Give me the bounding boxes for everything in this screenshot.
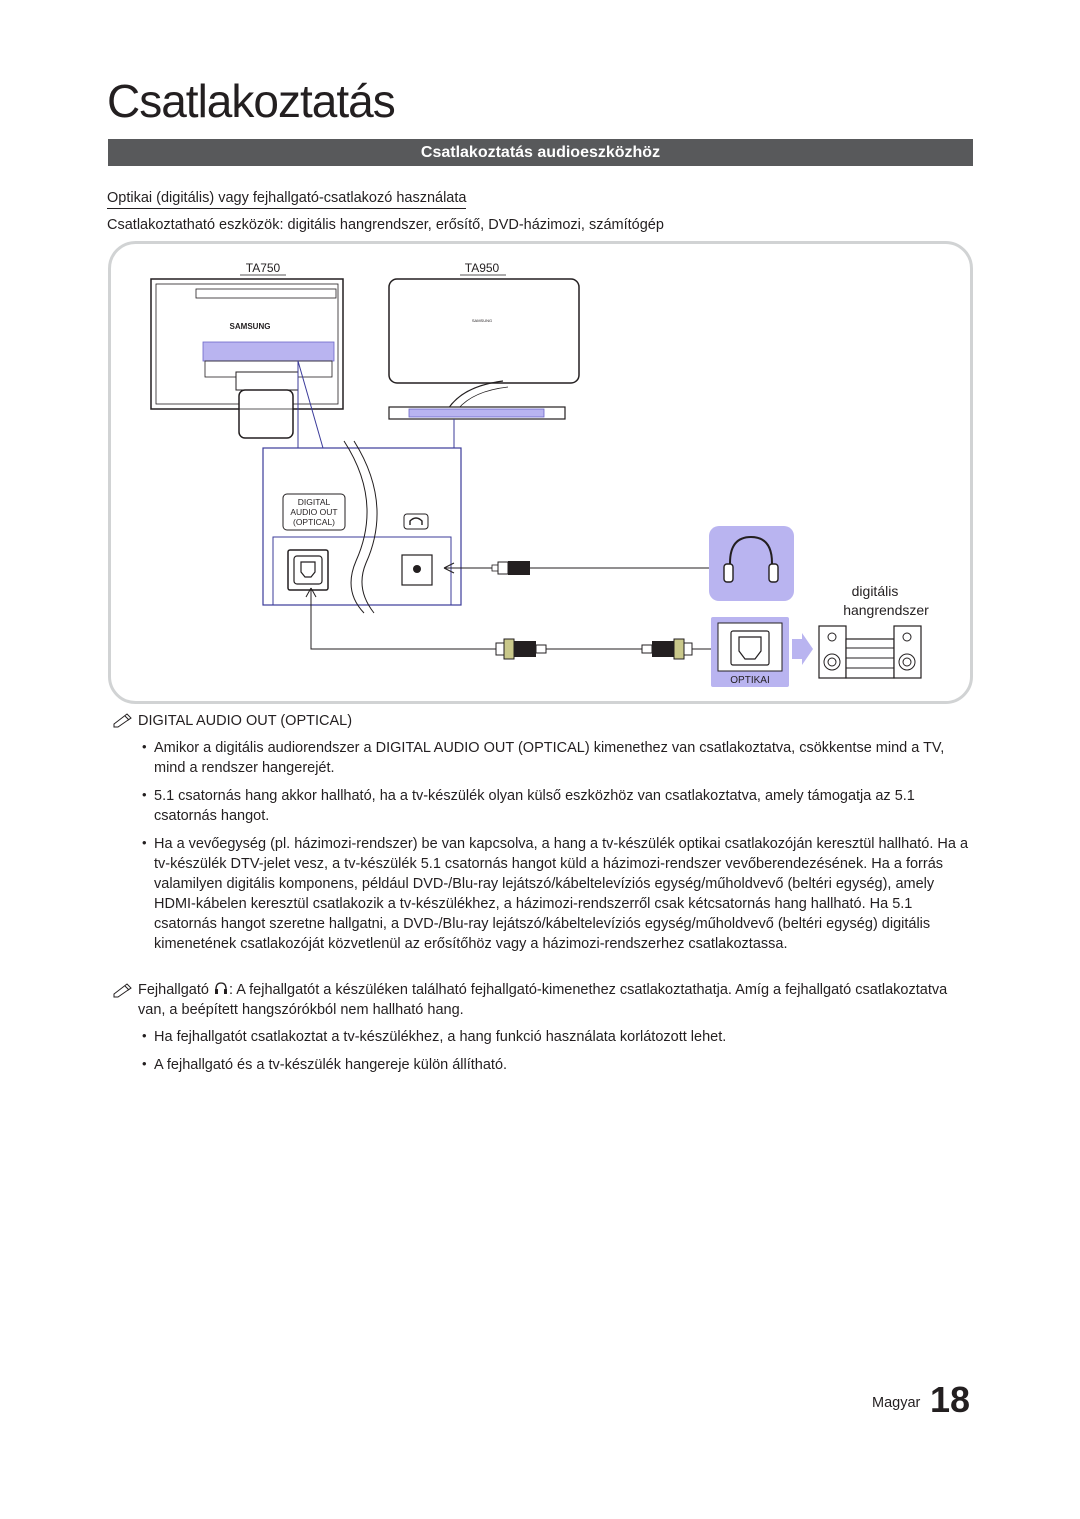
hifi-system [818, 625, 922, 679]
list-item: Ha fejhallgatót csatlakoztat a tv-készül… [142, 1026, 974, 1047]
note-pencil-icon [113, 713, 132, 728]
note-pencil-icon [113, 983, 132, 998]
headphone-cable [443, 561, 712, 575]
monitor-ta950: SAMSUNG [388, 278, 580, 420]
list-item: Ha a vevőegység (pl. házimozi-rendszer) … [142, 833, 974, 954]
arrow-to-system-icon [792, 633, 813, 665]
device-label-line2: hangrendszer [843, 602, 929, 618]
headphones-icon [729, 535, 773, 581]
optical-port-label-1: DIGITAL [298, 497, 331, 507]
headphone-note-label: Fejhallgató [138, 982, 209, 998]
section-title-bar: Csatlakoztatás audioeszközhöz [108, 139, 973, 166]
optical-input-label: OPTIKAI [730, 675, 769, 686]
list-item: Amikor a digitális audiorendszer a DIGIT… [142, 737, 974, 778]
intro-text: Csatlakoztatható eszközök: digitális han… [107, 217, 664, 233]
headphone-note-text: : A fejhallgatót a készüléken található … [138, 982, 948, 1018]
brand-logo-ta750: SAMSUNG [230, 322, 271, 331]
footer-language: Magyar [872, 1395, 921, 1411]
optical-input-port: OPTIKAI [711, 617, 789, 687]
headphone-note-list: Ha fejhallgatót csatlakoztat a tv-készül… [142, 1026, 974, 1075]
optical-note-heading: DIGITAL AUDIO OUT (OPTICAL) [138, 713, 353, 729]
headphone-port-icon [409, 517, 423, 525]
device-label-line1: digitális [852, 583, 899, 599]
subheading: Optikai (digitális) vagy fejhallgató-csa… [107, 190, 467, 209]
optical-port-label-2: AUDIO OUT [290, 507, 337, 517]
optical-note-list: Amikor a digitális audiorendszer a DIGIT… [142, 737, 974, 954]
connection-diagram: TA750 TA950 SAMSUNG SAMSUNG DIGITAL AUDI… [108, 241, 973, 704]
model-label-left: TA750 [246, 261, 281, 275]
port-panel: DIGITAL AUDIO OUT (OPTICAL) [262, 447, 462, 606]
brand-logo-ta950: SAMSUNG [472, 318, 492, 323]
optical-port-label-3: (OPTICAL) [293, 517, 335, 527]
list-item: 5.1 csatornás hang akkor hallható, ha a … [142, 785, 974, 826]
headphone-note: Fejhallgató : A fejhallgatót a készüléke… [138, 980, 974, 1020]
model-label-right: TA950 [465, 261, 500, 275]
headphone-icon [214, 982, 227, 994]
monitor-ta750: SAMSUNG [150, 278, 344, 439]
list-item: A fejhallgató és a tv-készülék hangereje… [142, 1054, 974, 1075]
page-number: 18 [930, 1379, 971, 1420]
optical-cable [305, 587, 714, 660]
headphones-device [709, 526, 794, 601]
page-title: Csatlakoztatás [107, 75, 396, 127]
